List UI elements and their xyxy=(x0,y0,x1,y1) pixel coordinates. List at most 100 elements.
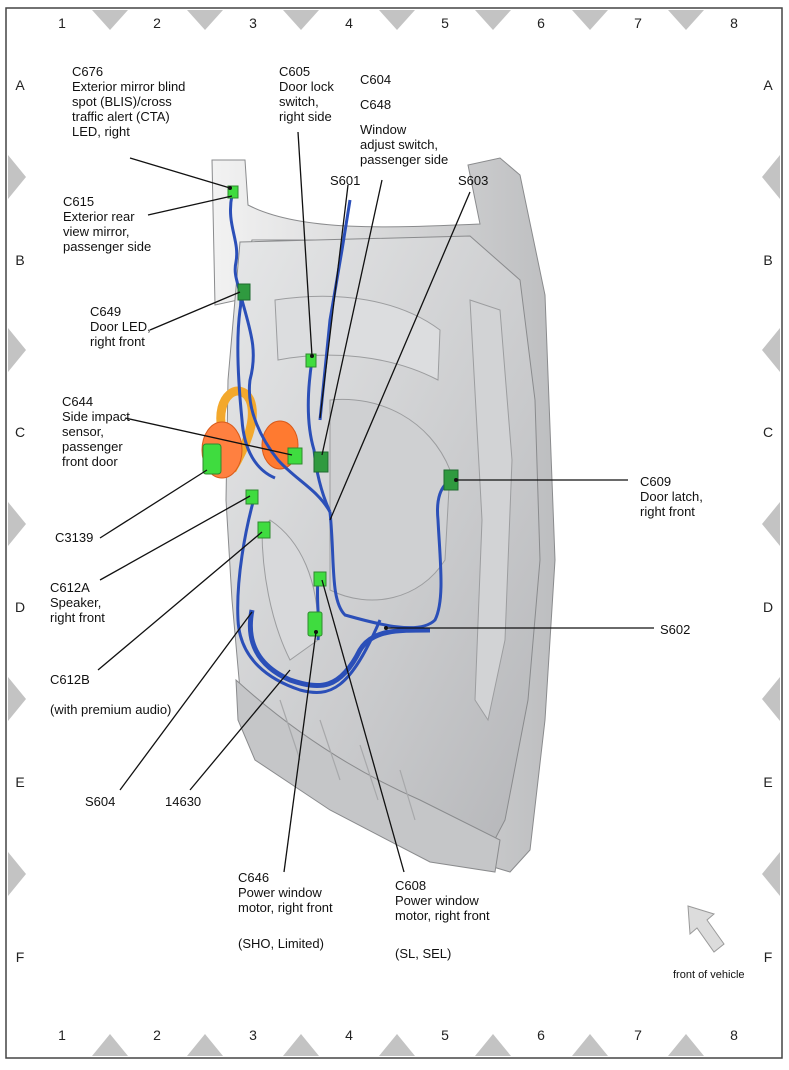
callout-line: (SL, SEL) xyxy=(395,946,451,961)
callout-line: 14630 xyxy=(165,794,201,809)
grid-marker-bottom xyxy=(283,1034,319,1056)
callout-line: Speaker, xyxy=(50,595,101,610)
connector-c649 xyxy=(237,283,251,301)
callout-s603: S603 xyxy=(458,173,488,188)
leader-arrowheads xyxy=(228,186,458,634)
grid-column-label: 8 xyxy=(730,15,738,31)
callout-line: Door latch, xyxy=(640,489,703,504)
callout-line: C608 xyxy=(395,878,426,893)
callout-line: Power window xyxy=(238,885,322,900)
callout-line: C676 xyxy=(72,64,103,79)
callout-c648: C648 xyxy=(360,97,391,112)
grid-marker-top xyxy=(283,10,319,30)
callout-line: motor, right front xyxy=(238,900,333,915)
grid-row-label: F xyxy=(764,949,773,965)
grid-marker-right xyxy=(762,155,780,199)
harness-latch xyxy=(328,478,453,630)
grid-column-label: 5 xyxy=(441,1027,449,1043)
grid-row-label: E xyxy=(763,774,772,790)
grid-marker-top xyxy=(92,10,128,30)
callout-line: S603 xyxy=(458,173,488,188)
grid-marker-left xyxy=(8,328,26,372)
grid-row-label: A xyxy=(15,77,25,93)
grid-marker-top xyxy=(475,10,511,30)
callout-line: (SHO, Limited) xyxy=(238,936,324,951)
leader-c615 xyxy=(147,195,233,216)
callout-line: right front xyxy=(50,610,105,625)
grid-row-label: B xyxy=(763,252,772,268)
callout-line: Exterior rear xyxy=(63,209,135,224)
harness-lower xyxy=(247,609,431,688)
callout-c612b-note: (with premium audio) xyxy=(50,702,171,717)
grid-row-label: D xyxy=(15,599,25,615)
callout-s602: S602 xyxy=(660,622,690,637)
harness-lock-switch xyxy=(306,359,332,513)
grid-column-label: 6 xyxy=(537,1027,545,1043)
grid-column-label: 1 xyxy=(58,15,66,31)
callout-line: S604 xyxy=(85,794,115,809)
panel-rib xyxy=(279,699,416,821)
harness-speaker xyxy=(236,494,382,694)
callout-line: Exterior mirror blind xyxy=(72,79,185,94)
connector-c612a xyxy=(245,489,259,505)
callout-line: C646 xyxy=(238,870,269,885)
callout-line: S602 xyxy=(660,622,690,637)
callout-c646-note: (SHO, Limited) xyxy=(238,936,324,951)
callout-line: spot (BLIS)/cross xyxy=(72,94,172,109)
leader-c3139 xyxy=(99,469,208,539)
callout-line: adjust switch, xyxy=(360,137,438,152)
grid-row-label: C xyxy=(763,424,773,440)
callout-line: passenger xyxy=(62,439,123,454)
grid-column-label: 5 xyxy=(441,15,449,31)
arrowhead xyxy=(454,478,458,482)
callout-line: C648 xyxy=(360,97,391,112)
grid-column-label: 8 xyxy=(730,1027,738,1043)
connectors xyxy=(202,185,459,637)
callout-line: Side impact xyxy=(62,409,130,424)
callout-line: right front xyxy=(640,504,695,519)
connector-c608 xyxy=(313,571,327,587)
grid-marker-bottom xyxy=(572,1034,608,1056)
callout-line: view mirror, xyxy=(63,224,129,239)
page-border xyxy=(5,7,783,1059)
grid-marker-right xyxy=(762,677,780,721)
harness-branch-mirror xyxy=(229,194,276,480)
callout-c612b: C612B xyxy=(50,672,90,687)
grid-markers xyxy=(8,10,780,1056)
callout-line: C609 xyxy=(640,474,671,489)
connector-c605 xyxy=(305,353,317,368)
grid-marker-left xyxy=(8,155,26,199)
callout-line: Window xyxy=(360,122,407,137)
leader-c605 xyxy=(297,131,313,357)
callout-line: traffic alert (CTA) xyxy=(72,109,170,124)
leader-c608 xyxy=(321,579,405,873)
callout-line: passenger side xyxy=(63,239,151,254)
grid-column-label: 3 xyxy=(249,15,257,31)
grid-column-label: 2 xyxy=(153,15,161,31)
callout-line: C644 xyxy=(62,394,93,409)
grid-row-label: E xyxy=(15,774,24,790)
grid-column-label: 7 xyxy=(634,15,642,31)
arrowhead xyxy=(228,186,232,190)
callout-line: Power window xyxy=(395,893,479,908)
callout-line: C605 xyxy=(279,64,310,79)
arrowhead xyxy=(310,354,314,358)
front-of-vehicle-arrow-icon xyxy=(687,905,725,953)
callout-line: right side xyxy=(279,109,332,124)
grid-marker-bottom xyxy=(668,1034,704,1056)
leader-14630 xyxy=(189,669,291,791)
callout-line: front of vehicle xyxy=(673,969,745,981)
leader-c604 xyxy=(321,179,383,456)
callout-line: LED, right xyxy=(72,124,130,139)
grid-column-label: 4 xyxy=(345,1027,353,1043)
grid-column-label: 3 xyxy=(249,1027,257,1043)
grid-column-label: 7 xyxy=(634,1027,642,1043)
